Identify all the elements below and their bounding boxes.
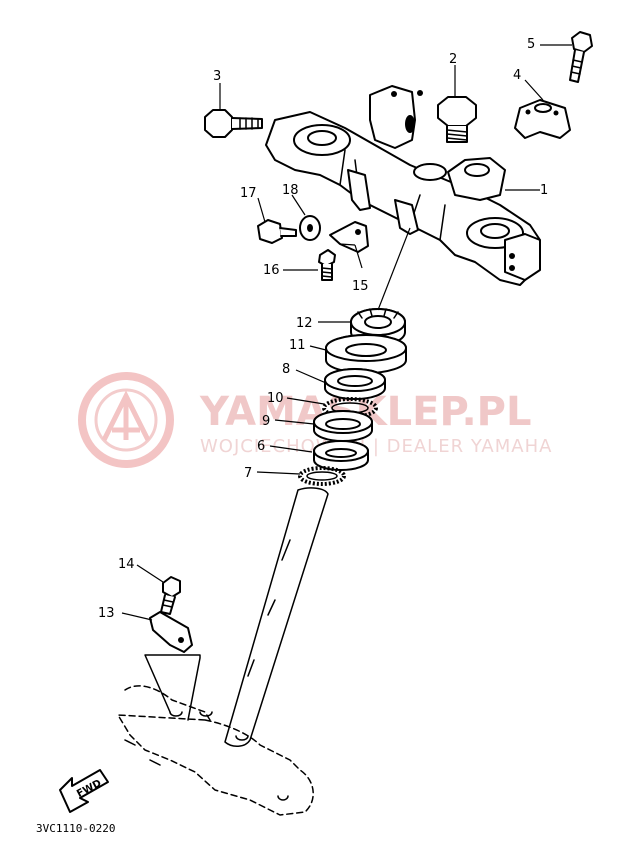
callout-17: 17 <box>240 186 257 201</box>
watermark: YAMASKLEP.PL WOJCIECHOWSKI | DEALER YAMA… <box>78 372 552 468</box>
steering-stem-outline <box>117 487 329 816</box>
ring-part-9 <box>313 410 373 442</box>
callout-12: 12 <box>296 316 313 331</box>
forward-arrow-icon: FWD <box>59 769 109 813</box>
yamaha-logo-watermark <box>78 372 174 468</box>
callout-15: 15 <box>352 279 369 294</box>
callout-5: 5 <box>527 37 535 52</box>
watermark-tagline: WOJCIECHOWSKI | DEALER YAMAHA <box>200 436 552 457</box>
callout-9: 9 <box>262 414 270 429</box>
cap-part-17 <box>257 219 297 244</box>
callout-1: 1 <box>540 183 548 198</box>
bolt-part-5 <box>569 31 593 83</box>
callout-labels: 1 2 3 4 5 6 7 8 9 10 11 12 13 14 15 16 1… <box>98 37 548 621</box>
callout-14: 14 <box>118 557 135 572</box>
plate-part-13 <box>144 611 201 721</box>
ring-part-6 <box>313 440 369 471</box>
callout-7: 7 <box>244 466 252 481</box>
callout-11: 11 <box>289 338 306 353</box>
callout-6: 6 <box>257 439 265 454</box>
diagram-code: 3VC1110-0220 <box>36 822 115 835</box>
callout-18: 18 <box>282 183 299 198</box>
ball-bearing-part-7 <box>298 466 346 486</box>
holder-part-4 <box>514 99 571 139</box>
ring-part-8 <box>324 368 386 400</box>
bolt-part-2 <box>437 96 477 143</box>
callout-3: 3 <box>213 69 221 84</box>
bolt-part-3 <box>204 109 263 138</box>
callout-4: 4 <box>513 68 521 83</box>
plate-part-15 <box>329 221 369 253</box>
leader-lines <box>121 44 572 621</box>
screw-part-16 <box>318 249 336 281</box>
bolt-part-14 <box>160 576 181 615</box>
callout-2: 2 <box>449 52 457 67</box>
callout-8: 8 <box>282 362 290 377</box>
ring-part-11 <box>325 334 407 374</box>
callout-13: 13 <box>98 606 115 621</box>
callout-16: 16 <box>263 263 280 278</box>
upper-bracket-part-1 <box>265 85 541 286</box>
callout-10: 10 <box>267 391 284 406</box>
washer-part-18 <box>299 215 321 241</box>
